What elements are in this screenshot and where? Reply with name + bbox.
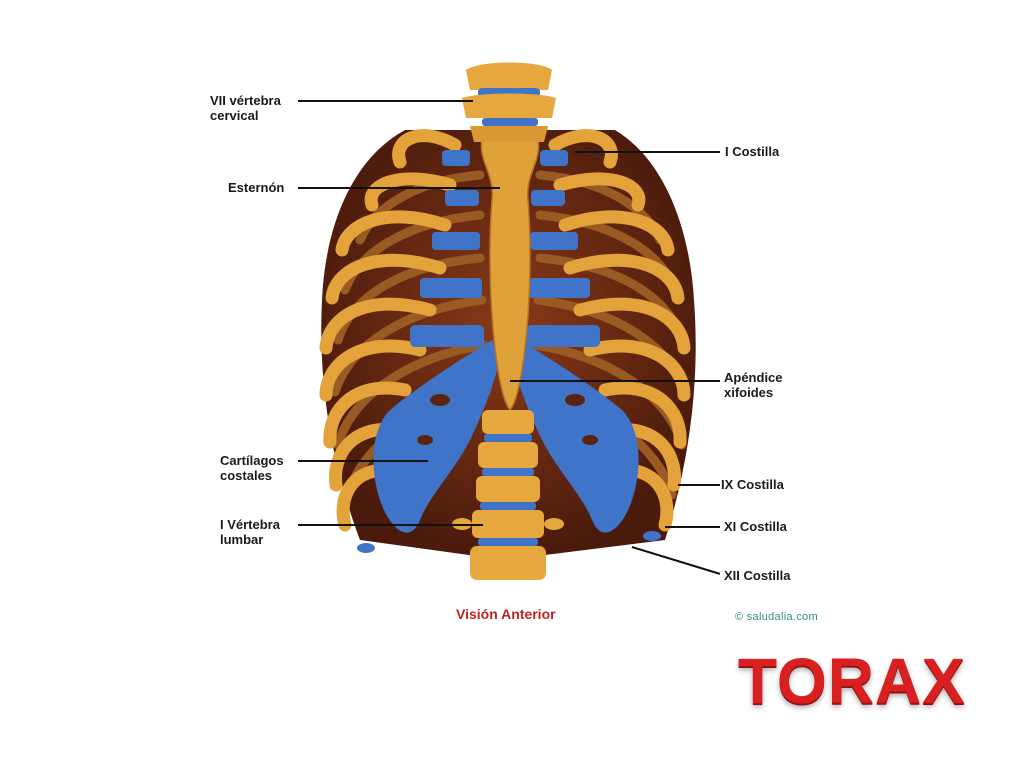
leader-line-ix-costilla (678, 484, 720, 486)
cartilage-gaps (417, 394, 598, 445)
leader-line-xi-costilla (665, 526, 720, 528)
label-xii-costilla: XII Costilla (724, 568, 791, 583)
sternum (480, 133, 540, 412)
label-i-costilla: I Costilla (725, 144, 780, 159)
leader-line-i-costilla (575, 151, 720, 153)
cervical-vertebrae (462, 62, 556, 142)
diagram-caption: Visión Anterior (456, 606, 556, 622)
costal-cartilages (357, 150, 661, 553)
image-credit: © saludalia.com (735, 611, 818, 623)
label-ix-costilla: IX Costilla (721, 477, 784, 492)
leader-line-apendice (510, 380, 720, 382)
label-esternon: Esternón (228, 180, 285, 195)
leader-line-cartilagos (298, 460, 428, 462)
leader-line-vii-vertebra (298, 100, 473, 102)
leader-line-esternon (298, 187, 500, 189)
label-xi-costilla: XI Costilla (724, 519, 787, 534)
right-lower-cartilage (512, 340, 639, 533)
left-lower-cartilage (373, 340, 500, 533)
leader-line-i-vertebra (298, 524, 483, 526)
slide-title: TORAX (738, 645, 966, 717)
lumbar-vertebrae (452, 410, 564, 580)
